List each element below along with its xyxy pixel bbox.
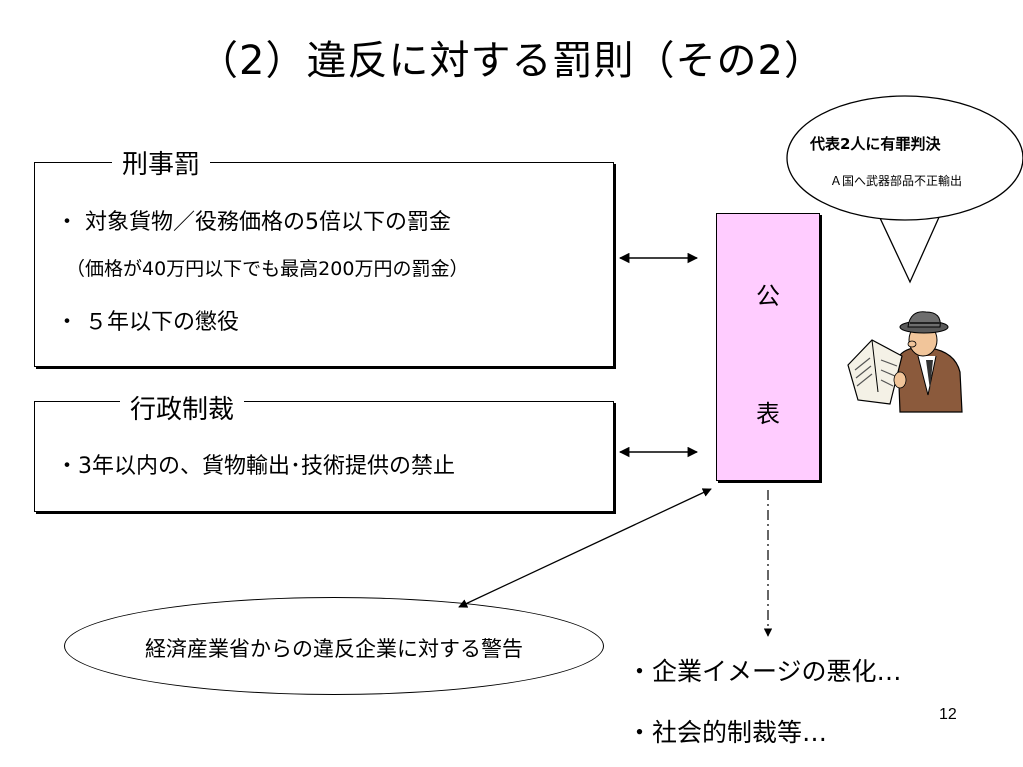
administrative-item-ban: ・3年以内の、貨物輸出･技術提供の禁止 [56,454,455,479]
publication-char-2: 表 [756,400,780,428]
publication-char-1: 公 [756,282,780,310]
criminal-penalty-box [34,162,614,367]
effect-image-damage: ・企業イメージの悪化… [627,657,902,686]
criminal-item-fine: ・ 対象貨物／役務価格の5倍以下の罰金 [56,210,451,235]
criminal-penalty-label: 刑事罰 [112,144,211,181]
administrative-sanction-label: 行政制裁 [120,389,245,426]
speech-bubble [786,95,1023,284]
publication-box [716,213,820,481]
page-number: 12 [939,706,957,723]
criminal-item-imprisonment: ・ ５年以下の懲役 [56,310,239,335]
warning-ellipse [64,597,604,695]
effect-social-sanction: ・社会的制裁等… [627,718,828,747]
newspaper-reader-illustration [847,311,963,413]
speech-bubble-headline: 代表2人に有罪判決 [810,135,941,153]
warning-text: 経済産業省からの違反企業に対する警告 [145,637,523,661]
criminal-item-fine-note: （価格が40万円以下でも最高200万円の罰金） [66,258,469,280]
slide-title: （2）違反に対する罰則（その2） [198,38,825,84]
speech-bubble-subline: Ａ国へ武器部品不正輸出 [830,174,963,188]
publication-warning-arrow [458,488,712,608]
